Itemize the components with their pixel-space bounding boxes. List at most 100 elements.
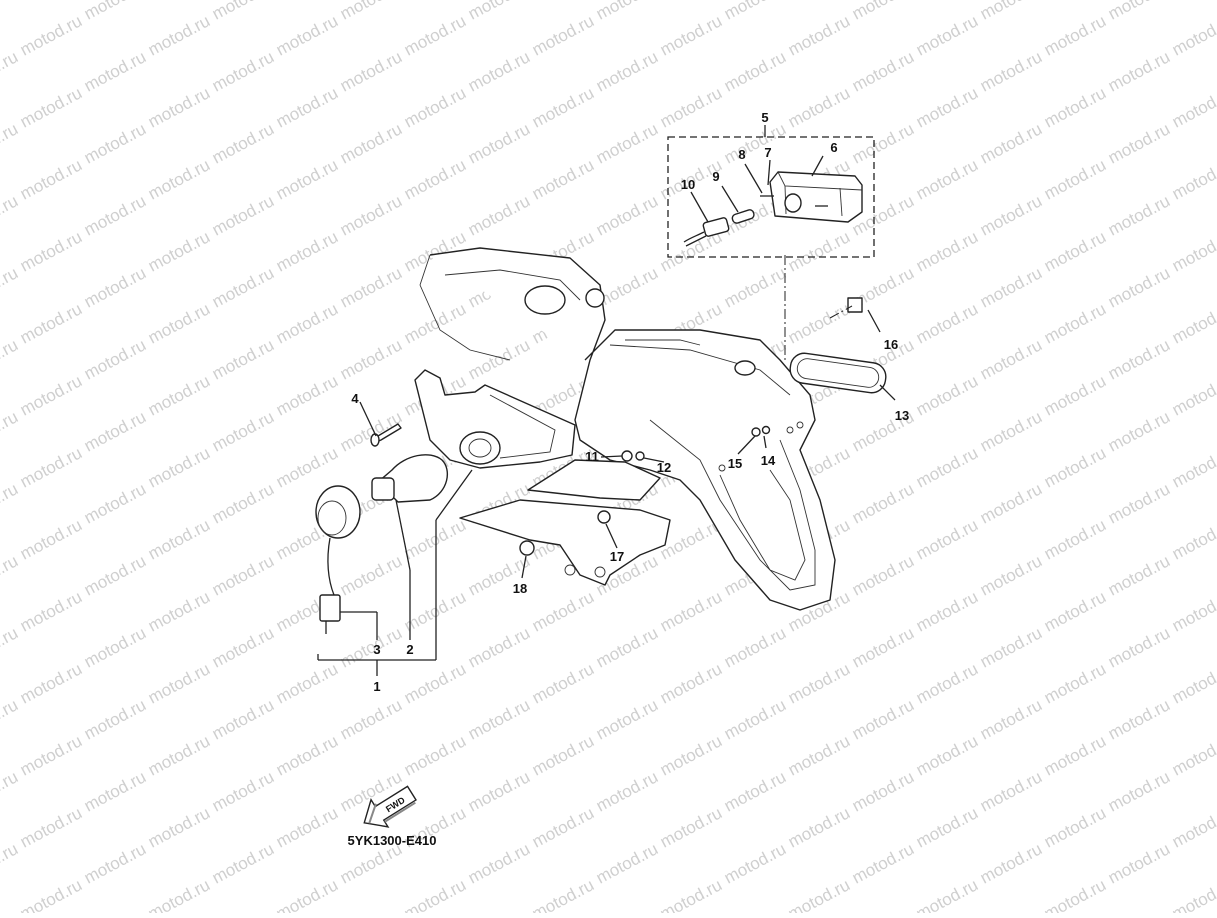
watermark-text: motod.ru — [849, 47, 917, 95]
watermark-text: motod.ru — [1041, 371, 1109, 419]
callout-4[interactable]: 4 — [351, 391, 359, 406]
watermark-text: motod.ru — [785, 227, 853, 275]
callout-18[interactable]: 18 — [513, 581, 527, 596]
watermark-text: motod.ru — [1041, 803, 1109, 851]
watermark-text: motod.ru — [1105, 263, 1173, 311]
watermark-text: motod.ru — [1169, 587, 1217, 635]
watermark-text: motod.ru — [209, 767, 277, 815]
watermark-text: motod.ru — [209, 47, 277, 95]
clip[interactable] — [829, 297, 863, 319]
callout-9[interactable]: 9 — [712, 169, 719, 184]
watermark-text: motod.ru — [145, 443, 213, 491]
watermark-text: motod.ru — [977, 335, 1045, 383]
watermark-text: motod.ru — [849, 623, 917, 671]
watermark-text: motod.ru — [1041, 875, 1109, 913]
lens-cover[interactable] — [788, 351, 887, 394]
callout-8[interactable]: 8 — [738, 147, 745, 162]
watermark-text: motod.ru — [1041, 83, 1109, 131]
watermark-text: motod.ru — [465, 623, 533, 671]
callout-5[interactable]: 5 — [761, 110, 768, 125]
watermark-text: motod.ru — [0, 839, 21, 887]
watermark-text: motod.ru — [401, 731, 469, 779]
watermark-text: motod.ru — [913, 11, 981, 59]
callout-15[interactable]: 15 — [728, 456, 742, 471]
watermark-text: motod.ru — [17, 515, 85, 563]
watermark-text: motod.ru — [145, 83, 213, 131]
watermark-text: motod.ru — [657, 11, 725, 59]
watermark-text: motod.ru — [465, 695, 533, 743]
watermark-text: motod.ru — [209, 335, 277, 383]
watermark-text: motod.ru — [401, 659, 469, 707]
watermark-text: motod.ru — [273, 803, 341, 851]
watermark-text: motod.ru — [209, 407, 277, 455]
watermark-text: motod.ru — [913, 587, 981, 635]
watermark-text: motod.ru — [145, 515, 213, 563]
watermark-text: motod.ru — [465, 767, 533, 815]
watermark-text: motod.ru — [1105, 0, 1173, 24]
watermark-text: motod.ru — [1169, 11, 1217, 59]
license-bracket — [459, 459, 671, 586]
watermark-text: motod.ru — [977, 695, 1045, 743]
callout-labels: 1 2 3 4 5 6 7 8 9 10 11 12 13 14 15 16 1… — [351, 110, 909, 694]
watermark-text: motod.ru — [657, 587, 725, 635]
callout-10[interactable]: 10 — [681, 177, 695, 192]
callout-1[interactable]: 1 — [373, 679, 380, 694]
watermark-text: motod.ru — [273, 875, 341, 913]
watermark-text: motod.ru — [1169, 659, 1217, 707]
washer-12[interactable] — [635, 451, 645, 461]
watermark-text: motod.ru — [209, 191, 277, 239]
callout-17[interactable]: 17 — [610, 549, 624, 564]
watermark-text: motod.ru — [1169, 731, 1217, 779]
watermark-text: motod.ru — [81, 551, 149, 599]
watermark-text: motod.ru — [273, 299, 341, 347]
callout-6[interactable]: 6 — [830, 140, 837, 155]
callout-2[interactable]: 2 — [406, 642, 413, 657]
watermark-text: motod.ru — [17, 11, 85, 59]
watermark-text: motod.ru — [0, 119, 21, 167]
callout-13[interactable]: 13 — [895, 408, 909, 423]
callout-14[interactable]: 14 — [761, 453, 776, 468]
watermark-text: motod.ru — [17, 227, 85, 275]
watermark-text: motod.ru — [401, 11, 469, 59]
watermark-text: motod.ru — [0, 767, 21, 815]
lamp-socket[interactable] — [683, 217, 730, 247]
watermark-text: motod.ru — [145, 659, 213, 707]
watermark-text: motod.ru — [465, 119, 533, 167]
callout-7[interactable]: 7 — [764, 145, 771, 160]
watermark-text: motod.ru — [465, 839, 533, 887]
tail-socket[interactable] — [315, 485, 361, 634]
watermark-text: motod.ru — [785, 299, 853, 347]
watermark-text: motod.ru — [401, 155, 469, 203]
nut-15[interactable] — [751, 427, 761, 437]
watermark-text: motod.ru — [81, 335, 149, 383]
nut-18[interactable] — [519, 540, 535, 556]
screw[interactable] — [370, 423, 402, 447]
callout-11[interactable]: 11 — [585, 449, 599, 464]
nut-17[interactable] — [597, 510, 611, 524]
watermark-text: motod.ru — [145, 155, 213, 203]
nut-11[interactable] — [621, 450, 633, 462]
watermark-text: motod.ru — [913, 659, 981, 707]
watermark-text: motod.ru — [17, 731, 85, 779]
callout-12[interactable]: 12 — [657, 460, 671, 475]
watermark-text: motod.ru — [593, 0, 661, 24]
watermark-text: motod.ru — [1105, 191, 1173, 239]
watermark-text: motod.ru — [721, 839, 789, 887]
watermark-text: motod.ru — [849, 551, 917, 599]
watermark-text: motod.ru — [337, 263, 405, 311]
watermark-text: motod.ru — [1169, 875, 1217, 913]
watermark-text: motod.ru — [1041, 731, 1109, 779]
watermark-text: motod.ru — [593, 623, 661, 671]
callout-3[interactable]: 3 — [373, 642, 380, 657]
wedge-bulb[interactable] — [731, 209, 755, 224]
tail-bulb[interactable] — [371, 454, 449, 503]
watermark-text: motod.ru — [977, 191, 1045, 239]
callout-16[interactable]: 16 — [884, 337, 898, 352]
watermark-text: motod.ru — [593, 695, 661, 743]
watermark-text: motod.ru — [1041, 299, 1109, 347]
washer-14[interactable] — [761, 425, 771, 435]
watermark-text: motod.ru — [273, 11, 341, 59]
license-lamp-body[interactable] — [760, 171, 863, 223]
watermark-text: motod.ru — [81, 839, 149, 887]
